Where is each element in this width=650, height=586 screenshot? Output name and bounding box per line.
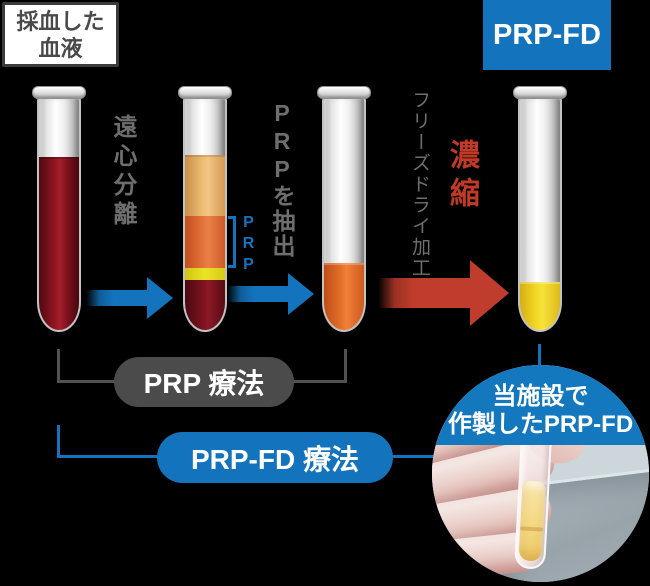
prpfd-photo-circle: 当施設で 作製したPRP-FD [432,365,649,582]
collected-blood-label-line2: 血液 [38,35,83,61]
tube-glass [322,95,366,332]
arrow-shaft [378,278,470,308]
tube-rim [513,86,567,99]
tube-rim [178,86,232,99]
extract-arrow [227,273,314,315]
buffy-coat-layer [185,268,225,280]
prpfd-therapy-label: PRP-FD 療法 [190,443,359,475]
prp-bracket-label: PRP [240,214,257,277]
extract-prp-step-label: PRPを抽出 [269,100,295,259]
centrifuge-step-label: 遠心分離 [109,114,136,230]
prpfd-tube [513,86,567,332]
tube-glass [37,95,81,332]
prpfd-title-box: PRP-FD [483,0,611,70]
arrow-head-icon [470,260,509,326]
arrow-shaft [86,290,147,306]
photo-caption-banner: 当施設で 作製したPRP-FD [432,365,649,445]
prp-range-bracket [228,216,236,268]
collected-blood-tube [32,86,86,332]
freeze-dry-step-label: フリーズドライ加工 [409,90,430,279]
arrow-shaft [227,286,288,302]
arrow-head-icon [288,273,314,315]
plasma-layer [185,155,225,216]
collected-blood-label: 採血した 血液 [2,2,119,67]
centrifuged-tube [178,86,232,332]
tube-glass [183,95,227,332]
arrow-head-icon [147,277,173,319]
concentration-emphasis-label: 濃縮 [445,139,478,215]
prp-therapy-bracket-left [57,349,60,383]
tube-to-photo-connector [538,344,541,368]
photo-caption-line2: 作製したPRP-FD [447,411,634,438]
photo-caption-line1: 当施設で [492,383,589,410]
tube-rim [32,86,86,99]
prpfd-therapy-bracket-left [57,425,60,458]
photo-powder [518,480,546,562]
prp-therapy-pill: PRP 療法 [114,357,294,407]
extracted-prp-tube [317,86,371,332]
freeze-dry-arrow [378,259,509,327]
red-cells-layer [185,280,225,330]
tube-rim [317,86,371,99]
tube-glass [518,95,562,332]
collected-blood-label-line1: 採血した [16,8,105,34]
prpfd-title-text: PRP-FD [493,18,601,51]
centrifuge-arrow [86,277,173,319]
freeze-dried-powder-layer [520,282,560,330]
prpfd-therapy-pill: PRP-FD 療法 [157,432,393,483]
extracted-prp-layer [324,263,364,330]
prp-layer [185,216,225,268]
prp-therapy-label: PRP 療法 [143,368,265,399]
prp-therapy-bracket-right [344,349,347,383]
whole-blood-layer [39,157,79,330]
